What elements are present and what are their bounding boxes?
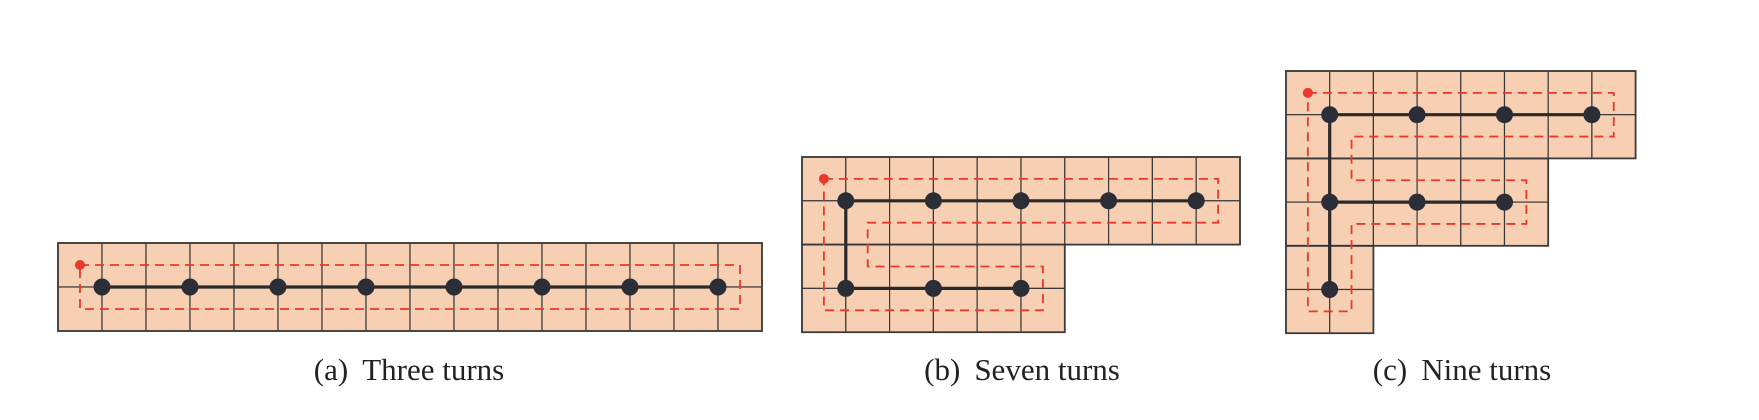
caption-b-tag: (b)	[924, 352, 961, 387]
grid-cell	[1416, 114, 1462, 159]
tree-node	[181, 278, 199, 296]
caption-c: (c) Nine turns	[1373, 352, 1551, 388]
grid-cell	[1329, 70, 1374, 116]
tree-node	[269, 278, 287, 296]
grid-cell	[585, 286, 631, 332]
tree-node	[924, 192, 942, 210]
tree-node	[1583, 106, 1601, 124]
tree-node	[837, 192, 855, 210]
grid-cell	[101, 242, 147, 288]
tour-start-marker	[818, 173, 829, 184]
grid-cell	[801, 287, 847, 333]
grid-cell	[57, 286, 103, 332]
tree-node	[1496, 193, 1513, 211]
tree-node	[1496, 106, 1513, 124]
grid-cell	[673, 286, 719, 332]
tree-node	[1100, 192, 1118, 210]
tree-node	[1408, 106, 1426, 124]
grid-cell	[932, 156, 978, 202]
grid-cell	[932, 200, 978, 246]
grid-cell	[888, 156, 934, 202]
grid-cell	[1285, 288, 1331, 334]
tree-node	[621, 278, 639, 296]
grid-block-outline	[1285, 157, 1550, 247]
tree-node	[1321, 281, 1339, 298]
panel-a-diagram	[57, 242, 763, 332]
grid-cell	[1329, 245, 1374, 291]
grid-cell	[629, 286, 675, 332]
grid-cell	[1460, 70, 1506, 116]
caption-b: (b) Seven turns	[924, 352, 1120, 388]
tree-node	[837, 279, 855, 297]
grid-cell	[1372, 114, 1418, 159]
grid-cell	[1329, 201, 1374, 247]
tour-path	[79, 264, 741, 310]
tree-node	[709, 278, 727, 296]
grid-cell	[717, 286, 763, 332]
tree-node	[357, 278, 375, 296]
grid-cell	[1329, 288, 1374, 334]
tree-node	[1187, 192, 1205, 210]
grid-cell	[277, 242, 323, 288]
caption-a: (a) Three turns	[314, 352, 504, 388]
tree-node	[924, 279, 942, 297]
grid-cell	[888, 200, 934, 246]
grid-cell	[541, 286, 587, 332]
tour-path	[1306, 91, 1615, 313]
grid-cell	[845, 156, 891, 202]
grid-cell	[1020, 200, 1066, 246]
caption-a-tag: (a)	[313, 352, 349, 387]
tour-path	[823, 177, 1219, 312]
tree-node	[1408, 193, 1426, 211]
grid-cell	[145, 242, 191, 288]
tour-start-marker	[1302, 87, 1313, 98]
tree-node	[1012, 192, 1030, 210]
grid-cell	[1329, 157, 1374, 203]
tree-node	[533, 278, 551, 296]
grid-cell	[1372, 70, 1418, 116]
panel-b-diagram	[801, 156, 1241, 334]
grid-cell	[1416, 70, 1462, 116]
grid-cell	[976, 200, 1022, 246]
tree-node	[445, 278, 463, 296]
caption-c-tag: (c)	[1372, 352, 1408, 387]
tree-node	[1321, 106, 1339, 124]
grid-cell	[845, 287, 891, 333]
panel-c-diagram	[1285, 70, 1637, 335]
grid-block-outline	[57, 242, 763, 332]
grid-cell	[233, 242, 279, 288]
grid-cell	[1064, 200, 1110, 246]
grid-cell	[888, 287, 934, 333]
caption-b-title: Seven turns	[974, 352, 1120, 387]
tree-node	[1321, 193, 1339, 211]
grid-cell	[1329, 114, 1374, 159]
caption-c-title: Nine turns	[1421, 352, 1552, 387]
caption-a-title: Three turns	[362, 352, 505, 387]
tour-start-marker	[75, 260, 85, 270]
tree-node	[1012, 279, 1030, 297]
tree-node	[93, 278, 111, 296]
grid-cell	[189, 242, 235, 288]
grid-cell	[932, 287, 978, 333]
grid-cell	[976, 156, 1022, 202]
grid-block-outline	[801, 243, 1066, 334]
